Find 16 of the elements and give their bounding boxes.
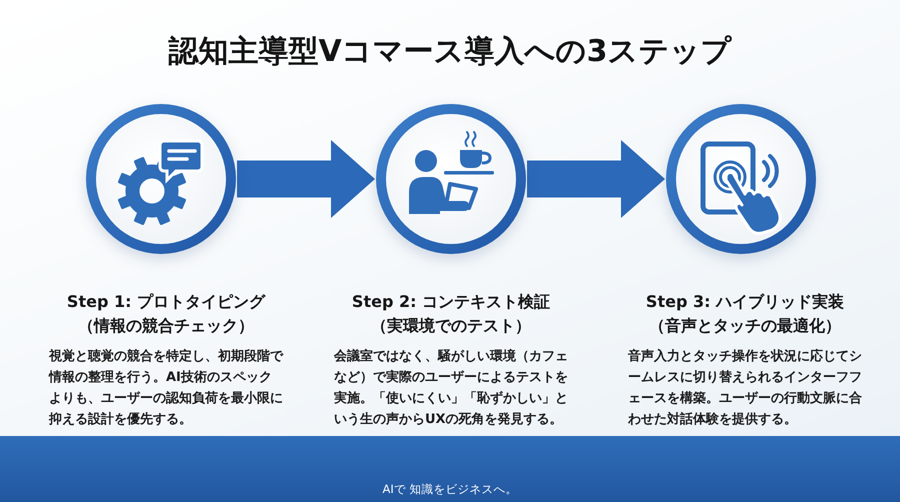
arrow	[527, 140, 665, 218]
step-description: 会議室ではなく、騒がしい環境（カフェなど）で実際のユーザーによるテストを実施。「使いにくい」「恥ずかしい」という生の声からUXの死角を発見する。	[334, 348, 568, 429]
step-description: 視覚と聴覚の競合を特定し、初期段階で情報の整理を行う。AI技術のスペックよりも、ユーザーの認知負荷を最小限に抑える設計を優先する。	[49, 348, 283, 429]
step-heading: Step 1: プロトタイピング	[66, 291, 266, 313]
step-circle	[666, 104, 816, 254]
step-circle	[376, 104, 526, 254]
step-subtitle: （実環境でのテスト）	[371, 315, 531, 337]
step-description: 音声入力とタッチ操作を状況に応じてシームレスに切り替えられるインターフフェースを構築。ユーザーの行動文脈に合わせた対話体験を提供する。	[628, 348, 862, 429]
step-circle	[86, 104, 236, 254]
step-subtitle: （音声とタッチの最適化）	[649, 315, 841, 337]
step-heading: Step 2: コンテキスト検証	[352, 291, 550, 313]
title: 認知主導型Vコマース導入への3ステップ	[168, 33, 732, 71]
tagline: AIで 知識をビジネスへ。	[382, 482, 518, 497]
arrow	[237, 140, 375, 218]
step-subtitle: （情報の競合チェック）	[78, 315, 254, 337]
step-heading: Step 3: ハイブリッド実装	[646, 291, 844, 313]
